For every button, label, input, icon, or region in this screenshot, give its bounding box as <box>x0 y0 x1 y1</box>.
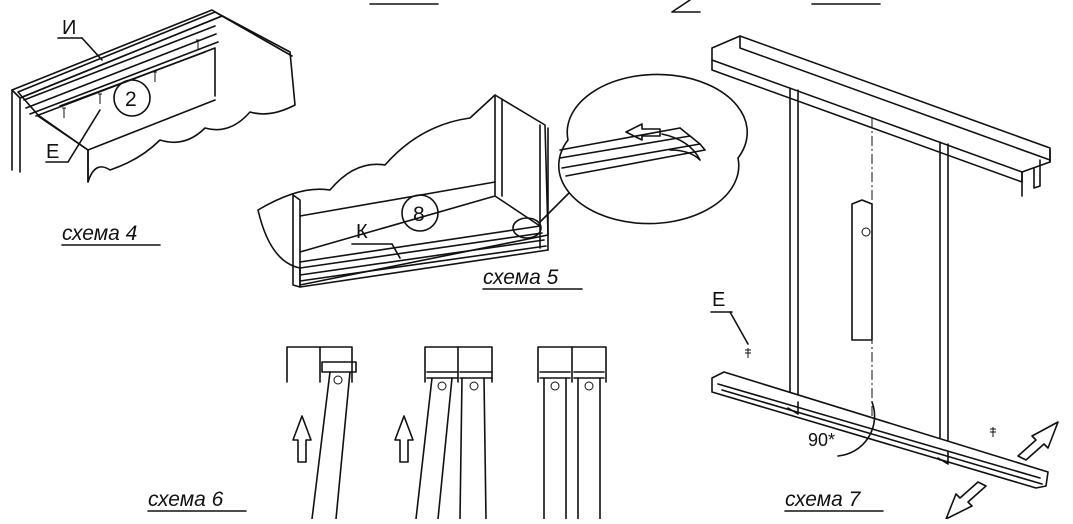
scheme-7-label-e: Е <box>712 289 725 311</box>
top-fragments <box>369 0 881 13</box>
scheme-4-caption: схема 4 <box>62 222 137 245</box>
scheme-4-callout: 2 <box>125 88 137 111</box>
scheme-7-drawing <box>710 35 1059 520</box>
scheme-6-caption: схема 6 <box>148 488 224 511</box>
scheme-7-angle-label: 90* <box>808 430 835 450</box>
scheme-5-drawing <box>257 73 749 288</box>
scheme-7-caption: схема 7 <box>785 488 862 511</box>
scheme-4-label-e: Е <box>46 141 59 163</box>
scheme-5-label-k: К <box>356 221 368 243</box>
scheme-5-caption: схема 5 <box>483 266 559 289</box>
scheme-5-callout: 8 <box>413 203 425 226</box>
scheme-6-drawing <box>286 346 607 520</box>
scheme-4-label-i: И <box>62 17 76 39</box>
scheme-4-drawing <box>11 9 296 183</box>
